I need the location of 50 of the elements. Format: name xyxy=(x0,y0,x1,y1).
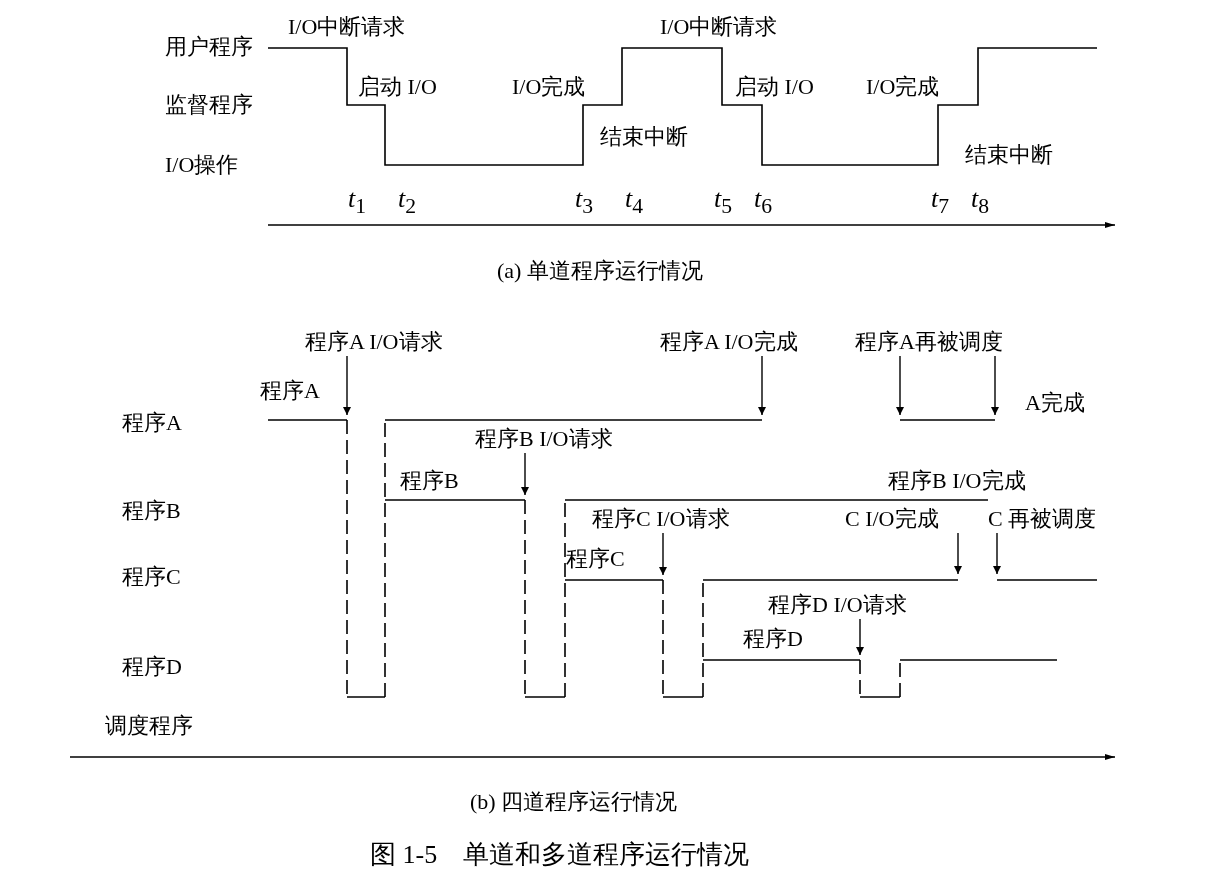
annotation-text: 程序B xyxy=(400,468,459,494)
time-mark: t$_{1}$ xyxy=(348,186,367,220)
arrow xyxy=(758,355,766,416)
time-mark: t$_{5}$ xyxy=(714,186,733,220)
time-mark: t$_{8}$ xyxy=(971,186,990,220)
row-label: 程序A xyxy=(122,410,182,436)
annotation-text: I/O完成 xyxy=(866,74,940,100)
time-mark: t$_{4}$ xyxy=(625,186,644,220)
annotation-text: C 再被调度 xyxy=(988,506,1097,532)
annotation-text: 启动 I/O xyxy=(735,74,814,100)
annotation-text: 程序B I/O完成 xyxy=(888,468,1026,494)
subfigure-caption: (a) 单道程序运行情况 xyxy=(497,258,703,284)
row-label: 程序C xyxy=(122,564,181,590)
annotation-text: 程序B I/O请求 xyxy=(475,426,613,452)
annotation-text: C I/O完成 xyxy=(845,506,939,532)
annotation-text: A完成 xyxy=(1025,390,1085,416)
arrow xyxy=(343,355,351,416)
row-label: 用户程序 xyxy=(165,34,253,60)
arrow xyxy=(521,452,529,496)
row-label: 程序D xyxy=(122,654,182,680)
subfigure-caption: (b) 四道程序运行情况 xyxy=(470,789,678,815)
annotation-text: 启动 I/O xyxy=(358,74,437,100)
annotation-text: I/O完成 xyxy=(512,74,586,100)
time-mark: t$_{7}$ xyxy=(931,186,950,220)
figure-caption: 图 1-5 单道和多道程序运行情况 xyxy=(370,842,750,868)
annotation-text: 程序A I/O请求 xyxy=(305,329,443,355)
arrow xyxy=(993,532,1001,575)
row-label: 监督程序 xyxy=(165,92,253,118)
annotation-text: 程序C I/O请求 xyxy=(592,506,730,532)
annotation-text: 程序D I/O请求 xyxy=(768,592,907,618)
annotation-text: 程序A再被调度 xyxy=(855,329,1003,355)
arrow xyxy=(954,532,962,575)
time-mark: t$_{2}$ xyxy=(398,186,417,220)
annotation-text: 结束中断 xyxy=(600,124,688,150)
annotation-text: 程序D xyxy=(743,626,803,652)
annotation-text: 程序C xyxy=(566,546,625,572)
arrow xyxy=(896,355,904,416)
time-mark: t$_{6}$ xyxy=(754,186,773,220)
arrow xyxy=(659,532,667,576)
arrow xyxy=(991,355,999,416)
annotation-text: 结束中断 xyxy=(965,142,1053,168)
annotation-text: I/O中断请求 xyxy=(660,14,778,40)
annotation-text: 程序A xyxy=(260,378,320,404)
row-label: 调度程序 xyxy=(105,713,193,739)
annotation-text: 程序A I/O完成 xyxy=(660,329,798,355)
row-label: I/O操作 xyxy=(165,152,239,178)
row-label: 程序B xyxy=(122,498,181,524)
annotation-text: I/O中断请求 xyxy=(288,14,406,40)
time-mark: t$_{3}$ xyxy=(575,186,594,220)
arrow xyxy=(856,618,864,656)
